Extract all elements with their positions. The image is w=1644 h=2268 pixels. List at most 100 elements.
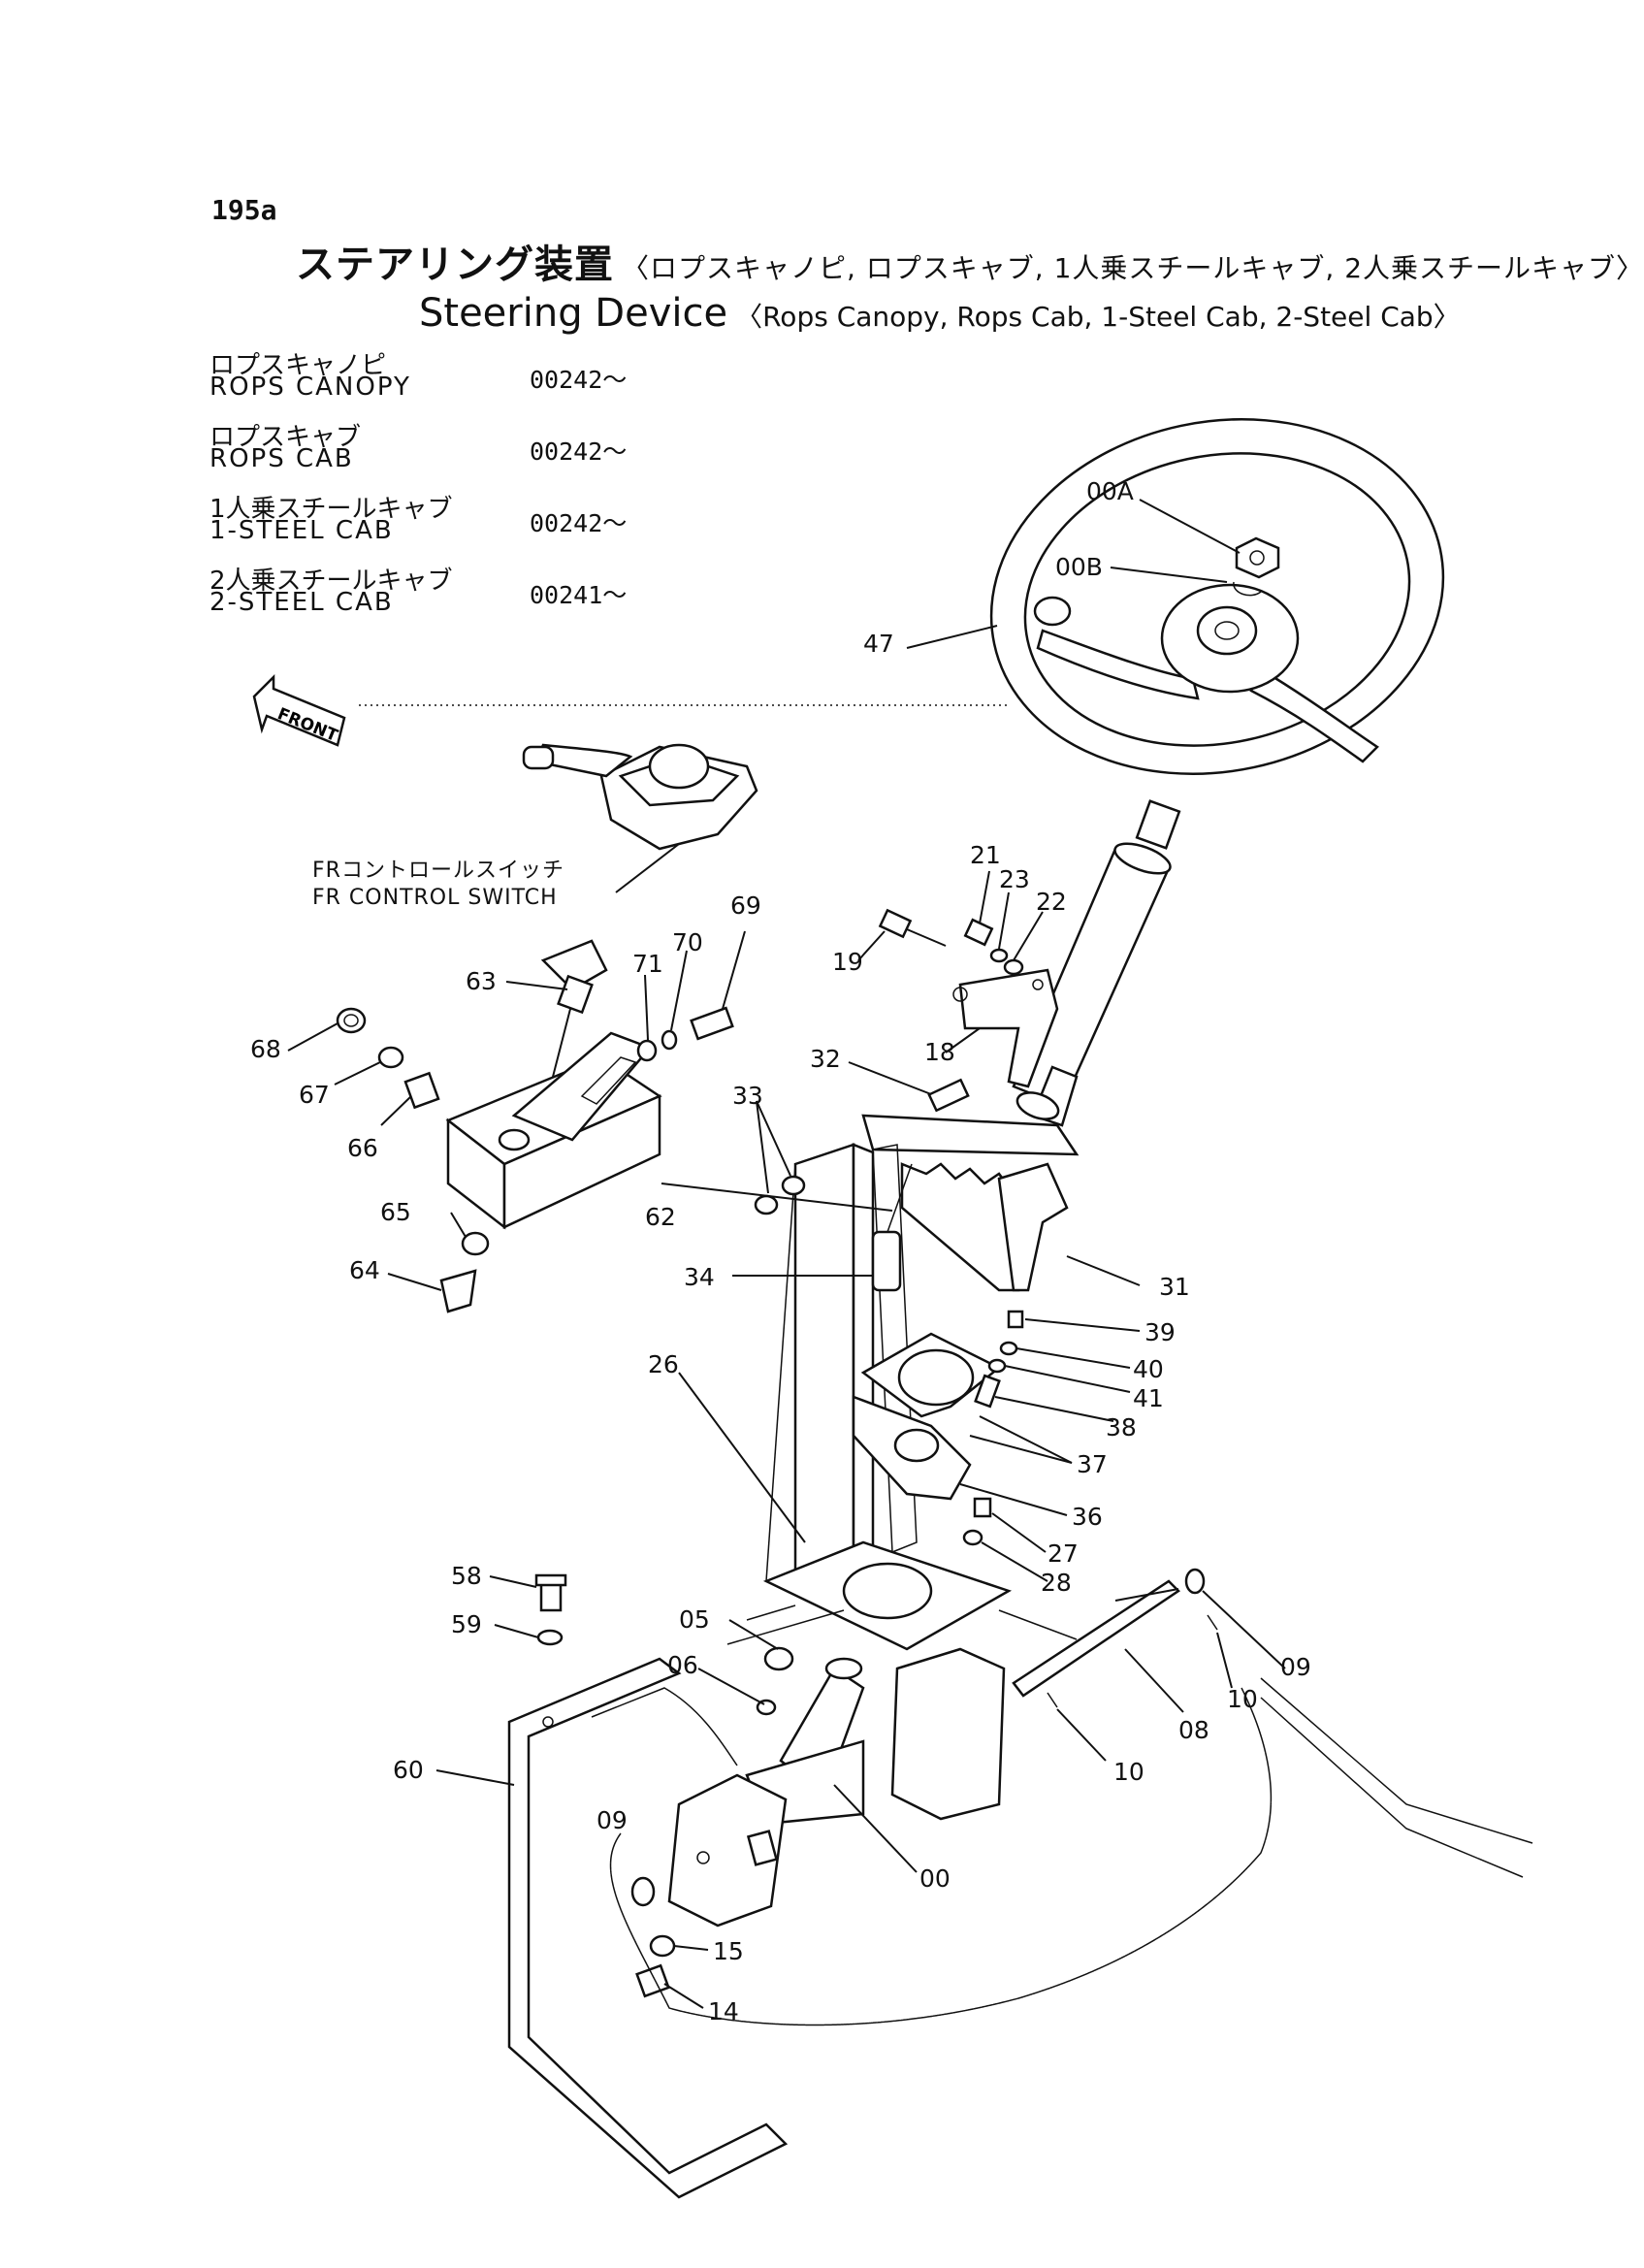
part-number-59: 59	[451, 1610, 482, 1638]
part-number-31: 31	[1159, 1273, 1190, 1301]
nut-22	[1003, 958, 1024, 976]
part-number-28: 28	[1041, 1569, 1072, 1597]
bolt-32	[927, 1078, 970, 1113]
floor-hole	[542, 1716, 554, 1728]
title-en-main: Steering Device	[419, 291, 728, 336]
serial-model-en: ROPS CAB	[210, 444, 354, 473]
column-stand	[762, 1114, 1080, 1651]
part-number-36: 36	[1072, 1503, 1103, 1531]
fr-control-switch	[522, 743, 758, 893]
bolt-21	[963, 918, 994, 947]
part-number-39: 39	[1144, 1318, 1176, 1346]
part-number-67: 67	[299, 1081, 330, 1109]
fr-lever	[518, 939, 608, 1170]
nut-67	[377, 1046, 404, 1069]
bolts-39-41	[962, 1310, 1024, 1546]
serial-row-2-steel-cab: 2人乗スチールキャブ 2-STEEL CAB 00241～	[210, 561, 636, 632]
washer-09-left	[630, 1876, 656, 1907]
part-number-23: 23	[999, 865, 1030, 893]
steering-wheel	[989, 418, 1445, 775]
serial-model-jp: 2人乗スチールキャブ	[210, 567, 453, 596]
part-number-callouts: 00A 00B 47 21 23 22 19 18 69 70 71 63 68…	[250, 477, 1311, 2025]
tilt-plate	[860, 1332, 1002, 1418]
part-number-00: 00	[919, 1864, 951, 1893]
fr-control-switch-label: FRコントロールスイッチ FR CONTROL SWITCH	[312, 858, 564, 912]
bolt-14	[635, 1963, 670, 1998]
washer-23	[989, 948, 1009, 963]
part-number-22: 22	[1036, 888, 1067, 916]
screw-69	[690, 1006, 734, 1041]
bolt-58	[534, 1573, 567, 1612]
part-number-64: 64	[349, 1256, 380, 1284]
grommet-64	[439, 1269, 477, 1313]
part-number-47: 47	[863, 630, 894, 658]
pin-08	[1012, 1568, 1218, 1708]
serial-number: 00242～	[530, 437, 628, 466]
part-number-00B: 00B	[1055, 553, 1103, 581]
ratchet-plate	[900, 1162, 1069, 1292]
serial-model-jp: ロプスキャノピ	[210, 351, 387, 380]
part-number-00A: 00A	[1086, 477, 1134, 505]
floor-plate	[507, 1604, 1533, 2199]
serial-model-jp: ロプスキャブ	[210, 423, 362, 452]
part-number-38: 38	[1106, 1413, 1137, 1442]
friction-plate	[852, 1395, 972, 1501]
part-number-71: 71	[632, 950, 663, 978]
serial-number: 00242～	[530, 509, 628, 537]
part-number-09-right: 09	[1280, 1653, 1311, 1681]
part-number-40: 40	[1133, 1355, 1164, 1383]
part-number-68: 68	[250, 1035, 281, 1063]
knob-68	[336, 1007, 367, 1034]
title-en-variants: 〈Rops Canopy, Rops Cab, 1-Steel Cab, 2-S…	[735, 301, 1461, 333]
page-number: 195a	[211, 194, 277, 226]
steering-valve	[667, 1646, 1006, 1928]
part-number-26: 26	[648, 1350, 679, 1378]
serial-row-rops-canopy: ロプスキャノピ ROPS CANOPY 00242～	[210, 345, 636, 417]
part-number-21: 21	[970, 841, 1001, 869]
part-number-34: 34	[684, 1263, 715, 1291]
page-title-jp: ステアリング装置〈ロプスキャノピ, ロプスキャブ, 1人乗スチールキャブ, 2人…	[296, 233, 1644, 289]
part-number-63: 63	[466, 967, 497, 995]
exploded-parts-diagram: FRONT	[250, 418, 1533, 2199]
serial-number-table: ロプスキャノピ ROPS CANOPY 00242～ ロプスキャブ ROPS C…	[210, 345, 636, 632]
part-number-33: 33	[732, 1082, 763, 1110]
part-number-19: 19	[832, 948, 863, 976]
part-number-14: 14	[708, 1997, 739, 2025]
part-number-58: 58	[451, 1562, 482, 1590]
part-number-06: 06	[667, 1651, 698, 1679]
part-number-08: 08	[1178, 1716, 1209, 1744]
serial-number: 00242～	[530, 366, 628, 394]
front-arrow-icon: FRONT	[252, 673, 346, 747]
part-number-32: 32	[810, 1045, 841, 1073]
page-title-en: Steering Device〈Rops Canopy, Rops Cab, 1…	[419, 291, 1461, 336]
part-number-66: 66	[347, 1134, 378, 1162]
washer-71	[636, 1039, 658, 1062]
washer-65	[461, 1231, 490, 1256]
serial-row-rops-cab: ロプスキャブ ROPS CAB 00242～	[210, 417, 636, 489]
part-number-09-left: 09	[596, 1806, 628, 1834]
part-number-41: 41	[1133, 1384, 1164, 1412]
serial-model-en: 1-STEEL CAB	[210, 516, 394, 545]
ring-70	[661, 1029, 678, 1051]
part-number-18: 18	[924, 1038, 955, 1066]
part-number-05: 05	[679, 1605, 710, 1634]
switch-housing	[445, 1031, 662, 1230]
part-number-60: 60	[393, 1756, 424, 1784]
fr-control-jp: FRコントロールスイッチ	[312, 859, 564, 883]
fr-control-en: FR CONTROL SWITCH	[312, 886, 558, 910]
serial-number: 00241～	[530, 581, 628, 609]
bolt-19	[878, 908, 947, 947]
steering-column	[1012, 799, 1181, 1127]
part-number-62: 62	[645, 1203, 676, 1231]
title-jp-main: ステアリング装置	[296, 243, 614, 287]
floor-cutout-outline	[609, 1687, 1273, 2026]
part-number-69: 69	[730, 891, 761, 920]
nut-15	[649, 1934, 676, 1958]
column-bracket	[952, 968, 1059, 1088]
serial-model-en: 2-STEEL CAB	[210, 588, 394, 617]
title-jp-variants: 〈ロプスキャノピ, ロプスキャブ, 1人乗スチールキャブ, 2人乗スチールキャブ…	[622, 252, 1644, 284]
leader-lines	[287, 499, 1286, 2009]
part-number-10-right: 10	[1227, 1685, 1258, 1713]
spring-66	[403, 1071, 440, 1110]
serial-model-jp: 1人乗スチールキャブ	[210, 495, 453, 524]
